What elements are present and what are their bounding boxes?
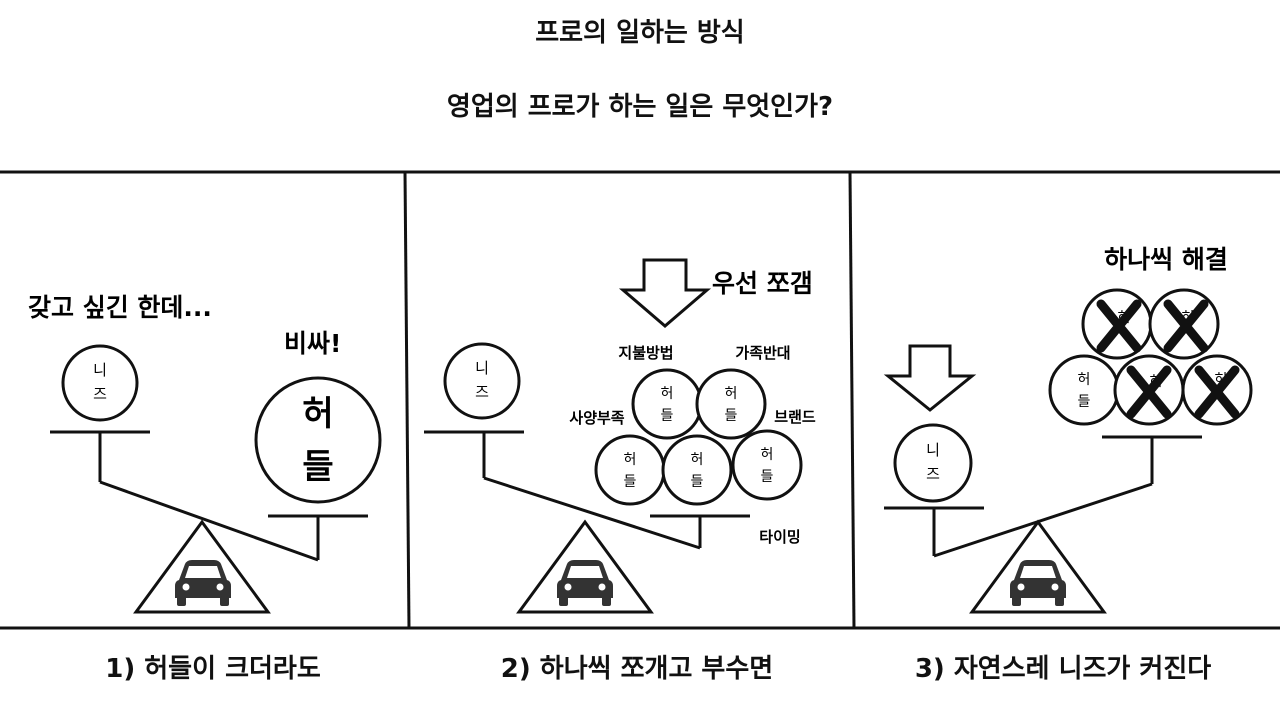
tag-brand: 브랜드 — [774, 408, 816, 426]
tag-family: 가족반대 — [735, 344, 790, 362]
hurdle-piece-label-2: 들 — [761, 469, 774, 485]
hurdle-piece-label-1: 허 — [661, 386, 674, 402]
hurdle-piece — [631, 368, 703, 440]
hurdle-piece-label-1: 허 — [624, 452, 637, 468]
tag-payment: 지불방법 — [618, 344, 673, 362]
hurdle-piece — [1048, 354, 1120, 426]
solve-label: 하나씩 해결 — [1104, 245, 1228, 274]
panel-3: 니 즈 하나씩 해결 허 들 허 허 허 허 — [883, 245, 1253, 614]
hurdle-piece — [661, 434, 733, 506]
needs-circle — [893, 423, 973, 503]
hurdle-label-1: 허 — [302, 394, 333, 434]
tag-timing: 타이밍 — [759, 528, 800, 546]
needs-label-1: 니 — [926, 441, 940, 459]
fulcrum-triangle — [516, 519, 654, 614]
cross-icon — [1194, 365, 1240, 419]
crossed-hurdle: 허 — [1181, 354, 1253, 426]
caption-panel-3: 3) 자연스레 니즈가 커진다 — [914, 654, 1212, 684]
hurdle-piece-label-2: 들 — [725, 408, 738, 424]
caption-panel-2: 2) 하나씩 쪼개고 부수면 — [500, 654, 774, 684]
hurdle-piece-label-2: 들 — [691, 474, 704, 490]
fulcrum-triangle — [133, 519, 271, 614]
cross-icon — [1096, 299, 1142, 353]
hurdle-label-2: 들 — [302, 447, 333, 487]
needs-label-2: 즈 — [475, 383, 489, 401]
caption-panel-1: 1) 허들이 크더라도 — [105, 654, 321, 684]
panel-frame — [0, 170, 1280, 630]
page-subtitle: 영업의 프로가 하는 일은 무엇인가? — [446, 92, 834, 122]
cross-icon — [1163, 299, 1209, 353]
hurdle-piece-label-1: 허 — [761, 447, 774, 463]
crossed-hurdle: 허 — [1148, 288, 1220, 360]
needs-label-1: 니 — [93, 361, 107, 379]
seesaw — [424, 430, 750, 550]
hurdle-piece-label-2: 들 — [1078, 394, 1091, 410]
hurdle-circle — [254, 376, 382, 504]
crossed-hurdle: 허 — [1113, 354, 1185, 426]
hurdle-piece — [594, 434, 666, 506]
hurdle-piece — [731, 429, 803, 501]
hurdle-piece — [695, 368, 767, 440]
panel-2: 니 즈 허 들 허 들 허 들 허 들 허 들 우선 쪼갬 지불방법 가족반대 … — [424, 258, 816, 614]
panel-1: 니 즈 허 들 갖고 싶긴 한데... 비싸! — [28, 293, 382, 614]
down-arrow-icon — [618, 258, 712, 328]
seesaw — [884, 435, 1202, 558]
car-icon — [175, 560, 231, 606]
needs-label-2: 즈 — [93, 385, 107, 403]
fulcrum-triangle — [969, 519, 1107, 614]
hurdle-piece-label-1: 허 — [1078, 372, 1091, 388]
crossed-hurdle: 허 — [1081, 288, 1153, 360]
page-title: 프로의 일하는 방식 — [535, 18, 745, 48]
seesaw — [50, 430, 368, 562]
hurdle-piece-label-2: 들 — [624, 474, 637, 490]
needs-circle — [61, 344, 139, 422]
speech-right: 비싸! — [284, 329, 341, 358]
needs-label-2: 즈 — [926, 465, 940, 483]
cross-icon — [1126, 365, 1172, 419]
down-arrow-icon — [883, 344, 977, 412]
needs-circle — [443, 342, 521, 420]
speech-left: 갖고 싶긴 한데... — [28, 293, 212, 322]
tag-spec: 사양부족 — [569, 409, 624, 427]
hurdle-piece-label-1: 허 — [725, 386, 738, 402]
hurdle-piece-label-2: 들 — [661, 408, 674, 424]
car-icon — [557, 560, 613, 606]
arrow-label: 우선 쪼갬 — [712, 269, 813, 298]
car-icon — [1010, 560, 1066, 606]
hurdle-piece-label-1: 허 — [691, 452, 704, 468]
needs-label-1: 니 — [475, 359, 489, 377]
